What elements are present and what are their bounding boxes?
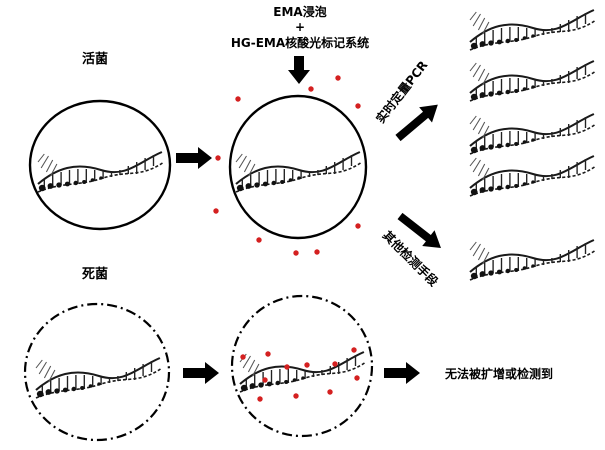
arrow-live-to-ema — [176, 147, 212, 169]
dna-helix-icon — [468, 238, 598, 282]
amplified-dna-group — [468, 8, 598, 282]
ema-marker-dots — [213, 75, 361, 256]
ema-soak-label: EMA浸泡 — [273, 4, 326, 19]
arrow-to-other-methods — [397, 212, 441, 249]
dna-helix-icon — [468, 154, 598, 198]
plus-label: + — [295, 20, 305, 34]
arrow-to-no-detection — [384, 362, 420, 384]
dead-bacteria-label: 死菌 — [82, 266, 108, 282]
hg-ema-system-label: HG-EMA核酸光标记系统 — [231, 35, 369, 50]
arrow-down-icon — [288, 56, 310, 84]
dead-cell — [23, 302, 171, 442]
ema-treated-live-cell — [228, 94, 368, 240]
dna-helix-icon — [468, 59, 598, 103]
no-amplification-label: 无法被扩增或检测到 — [444, 366, 553, 381]
arrow-to-qpcr — [395, 104, 438, 142]
dna-helix-icon — [468, 8, 598, 52]
ema-treated-dead-cell — [230, 294, 374, 438]
live-cell — [28, 99, 172, 231]
dna-helix-icon — [468, 112, 598, 156]
ema-bound-dots — [240, 347, 360, 402]
arrow-dead-to-ema — [183, 362, 219, 384]
live-bacteria-label: 活菌 — [82, 51, 108, 67]
